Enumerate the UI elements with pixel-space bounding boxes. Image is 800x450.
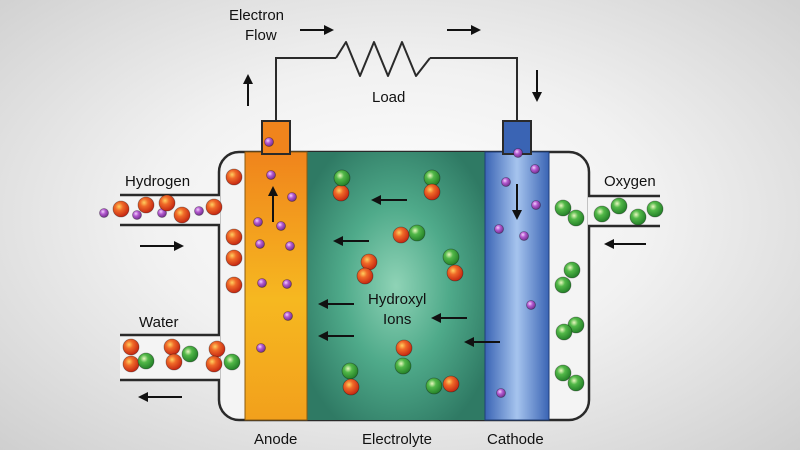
oxygen-label: Oxygen xyxy=(604,173,656,190)
hydrogen-atom xyxy=(225,276,243,294)
oxygen-atom xyxy=(567,316,585,334)
hydrogen-atom xyxy=(332,184,350,202)
ion-atom xyxy=(496,388,506,398)
water-label: Water xyxy=(139,314,178,331)
hydrogen-atom xyxy=(225,228,243,246)
ion-atom xyxy=(526,300,536,310)
oxygen-atom xyxy=(408,224,426,242)
ion-atom xyxy=(266,170,276,180)
ion-atom xyxy=(519,231,529,241)
oxygen-atom xyxy=(554,276,572,294)
oxygen-atom xyxy=(567,209,585,227)
hydrogen-atom xyxy=(158,194,176,212)
hydrogen-atom xyxy=(112,200,130,218)
oxygen-atom xyxy=(341,362,359,380)
hydrogen-atom xyxy=(208,340,226,358)
oxygen-atom xyxy=(223,353,241,371)
ion-atom xyxy=(494,224,504,234)
hydrogen-atom xyxy=(446,264,464,282)
electrolyte-label: Electrolyte xyxy=(362,431,432,448)
oxygen-atom xyxy=(442,248,460,266)
hydroxyl-ions-label-line2: Ions xyxy=(383,311,411,328)
ion-atom xyxy=(530,164,540,174)
oxygen-atom xyxy=(555,323,573,341)
oxygen-atom xyxy=(137,352,155,370)
cathode-label: Cathode xyxy=(487,431,544,448)
oxygen-atom xyxy=(593,205,611,223)
ion-atom xyxy=(276,221,286,231)
hydrogen-atom xyxy=(173,206,191,224)
hydrogen-atom xyxy=(392,226,410,244)
hydrogen-atom xyxy=(205,198,223,216)
anode-label: Anode xyxy=(254,431,297,448)
oxygen-atom xyxy=(610,197,628,215)
hydrogen-atom xyxy=(165,353,183,371)
hydrogen-atom xyxy=(395,339,413,357)
zigzag-resistor-icon xyxy=(335,41,431,77)
hydrogen-atom xyxy=(225,249,243,267)
ion-atom xyxy=(132,210,142,220)
hydroxyl-ions-label-line1: Hydroxyl xyxy=(368,291,426,308)
oxygen-atom xyxy=(563,261,581,279)
hydrogen-atom xyxy=(423,183,441,201)
oxygen-atom xyxy=(333,169,351,187)
ion-atom xyxy=(287,192,297,202)
anode-electrode xyxy=(244,120,308,421)
hydrogen-atom xyxy=(137,196,155,214)
ion-atom xyxy=(282,279,292,289)
electron-flow-label-line1: Electron xyxy=(229,7,284,24)
oxygen-atom xyxy=(629,208,647,226)
oxygen-atom xyxy=(425,377,443,395)
hydrogen-atom xyxy=(360,253,378,271)
ion-atom xyxy=(264,137,274,147)
oxygen-atom xyxy=(646,200,664,218)
ion-atom xyxy=(256,343,266,353)
hydrogen-atom xyxy=(342,378,360,396)
ion-atom xyxy=(531,200,541,210)
oxygen-atom xyxy=(394,357,412,375)
ion-atom xyxy=(285,241,295,251)
molecules xyxy=(99,137,664,398)
ion-atom xyxy=(257,278,267,288)
ion-atom xyxy=(194,206,204,216)
ion-atom xyxy=(501,177,511,187)
hydrogen-atom xyxy=(122,355,140,373)
hydrogen-atom xyxy=(225,168,243,186)
ion-atom xyxy=(283,311,293,321)
hydrogen-atom xyxy=(122,338,140,356)
cathode-electrode xyxy=(484,120,550,421)
hydrogen-atom xyxy=(163,338,181,356)
hydrogen-atom xyxy=(442,375,460,393)
ion-atom xyxy=(99,208,109,218)
external-circuit-wire xyxy=(275,41,518,121)
oxygen-atom xyxy=(554,364,572,382)
electron-flow-label-line2: Flow xyxy=(245,27,277,44)
ion-atom xyxy=(255,239,265,249)
oxygen-atom xyxy=(567,374,585,392)
ion-atom xyxy=(513,148,523,158)
flow-arrows xyxy=(138,25,646,402)
hydrogen-label: Hydrogen xyxy=(125,173,190,190)
hydrogen-atom xyxy=(356,267,374,285)
ion-atom xyxy=(253,217,263,227)
oxygen-atom xyxy=(554,199,572,217)
load-label: Load xyxy=(372,89,405,106)
oxygen-atom xyxy=(181,345,199,363)
hydrogen-atom xyxy=(205,355,223,373)
